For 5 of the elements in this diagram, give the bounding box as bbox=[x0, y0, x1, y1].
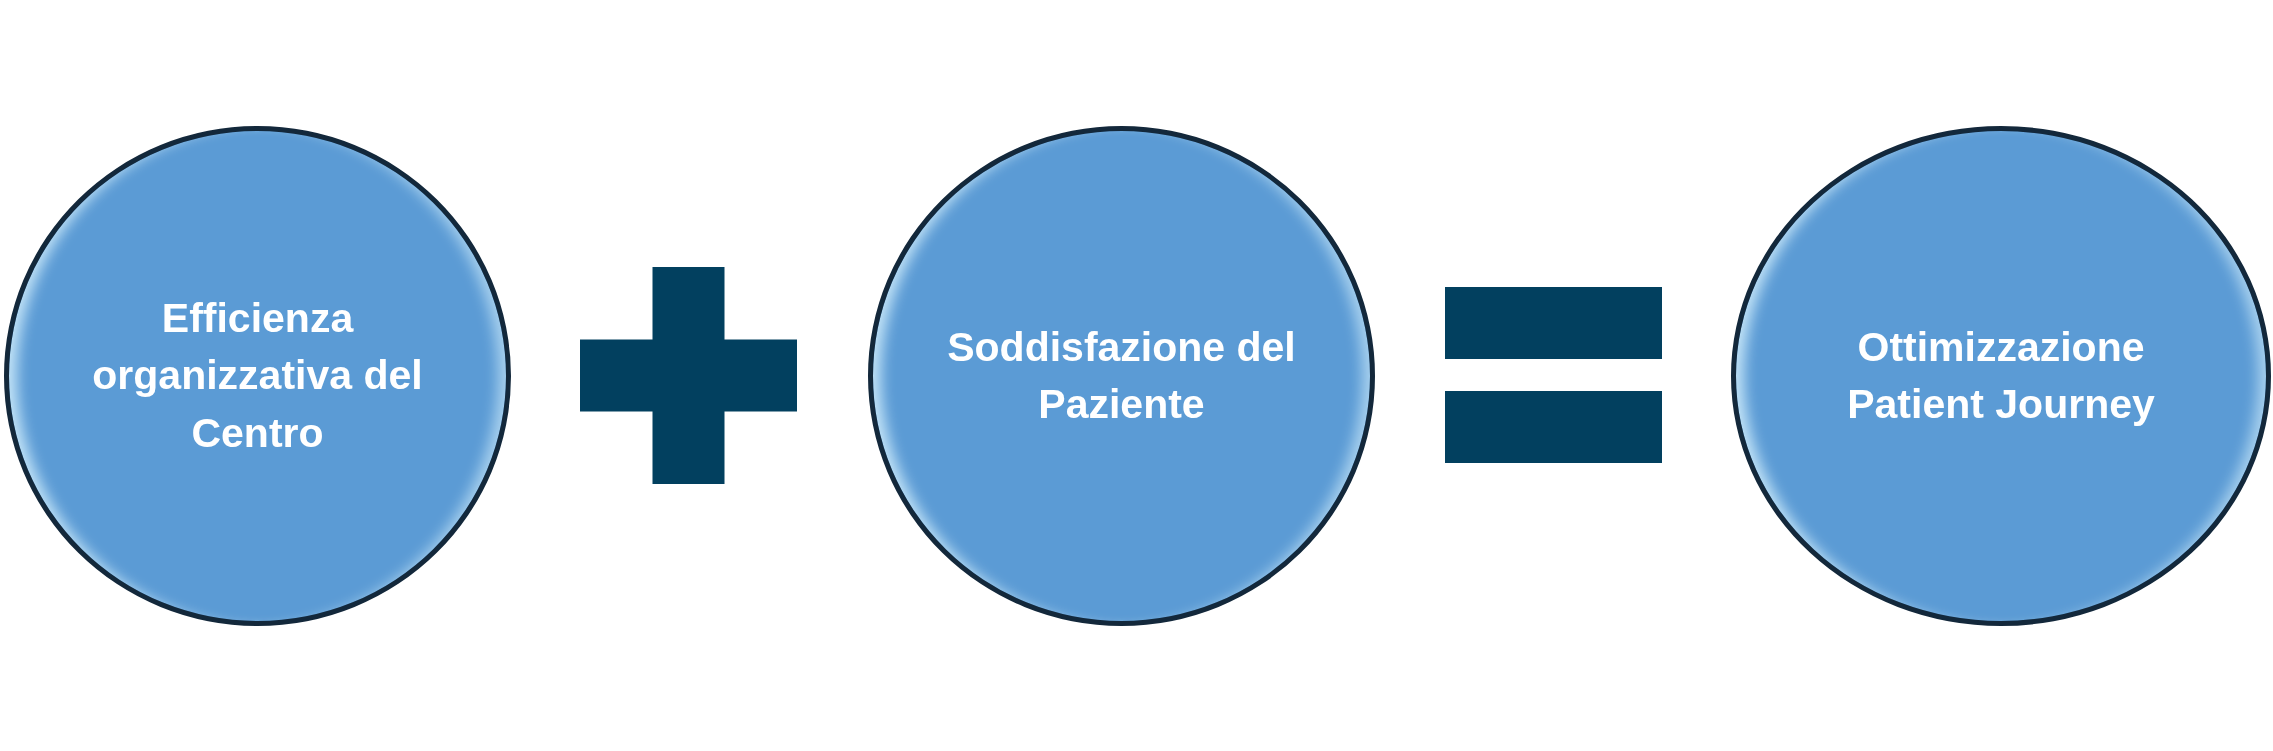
node-label: Efficienza organizzativa del Centro bbox=[91, 293, 424, 458]
plus-sign bbox=[580, 267, 797, 484]
node-label: Soddisfazione del Paziente bbox=[946, 322, 1297, 429]
node-label: Ottimizzazione Patient Journey bbox=[1846, 322, 2156, 429]
equals-sign bbox=[1445, 287, 1662, 463]
